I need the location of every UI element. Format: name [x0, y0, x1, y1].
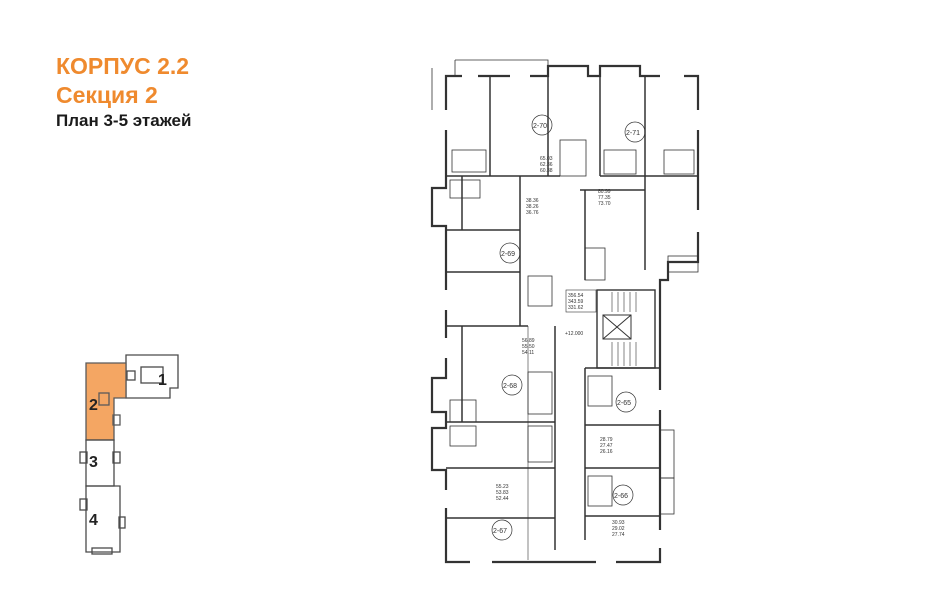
apartment-2-71[interactable]: 2-71 80.99 77.35 73.70 [598, 121, 646, 207]
area-reduced: 52.44 [496, 496, 509, 502]
right-balconies [659, 255, 699, 515]
svg-text:356.54: 356.54 [568, 293, 584, 299]
balcony-top [454, 59, 549, 76]
bathroom-blocks [449, 139, 695, 507]
apartment-id: 2-71 [626, 130, 640, 137]
floor-plan [430, 59, 700, 564]
svg-text:343.59: 343.59 [568, 299, 584, 305]
area-total: 28.79 [600, 437, 613, 443]
area-reduced: 60.38 [540, 168, 553, 174]
area-total: 80.99 [598, 189, 611, 195]
area-living: 29.02 [612, 526, 625, 532]
area-living: 27.47 [600, 443, 613, 449]
area-reduced: 54.11 [522, 350, 534, 356]
apartment-id: 2-66 [614, 493, 628, 500]
apartment-2-66[interactable]: 2-66 30.93 29.02 27.74 [612, 484, 634, 538]
area-reduced: 73.70 [598, 201, 611, 207]
apartment-id: 2-68 [503, 383, 517, 390]
mini-map-label-2: 2 [89, 397, 98, 414]
mini-map-section-3[interactable] [79, 439, 121, 487]
building-title: КОРПУС 2.2 [56, 53, 190, 79]
area-reduced: 36.76 [526, 210, 539, 216]
window-gaps [444, 74, 700, 564]
apartment-2-70[interactable]: 2-70 65.03 62.36 60.38 [531, 114, 553, 174]
mini-map-section-4[interactable] [79, 485, 126, 555]
apartment-2-69[interactable]: 2-69 38.36 38.26 36.76 [499, 198, 539, 264]
mini-map-label-3: 3 [89, 454, 98, 471]
mini-map-label-4: 4 [89, 512, 98, 529]
apartment-2-67[interactable]: 2-67 55.23 53.83 52.44 [491, 484, 513, 541]
floor-plan-title: План 3-5 этажей [56, 111, 192, 130]
area-total: 38.36 [526, 198, 539, 204]
apartment-2-65[interactable]: 2-65 28.79 27.47 26.16 [600, 391, 637, 455]
section-mini-map [79, 354, 179, 555]
stair-core [596, 289, 656, 369]
apartment-id: 2-70 [533, 123, 547, 130]
floor-totals: 356.54 343.59 331.62 [565, 289, 597, 313]
level-mark: +12.000 [565, 331, 583, 337]
area-reduced: 26.16 [600, 449, 613, 455]
area-living: 55.50 [522, 344, 535, 350]
area-living: 77.35 [598, 195, 611, 201]
apartment-id: 2-65 [617, 400, 631, 407]
section-title: Секция 2 [56, 82, 158, 108]
apartment-id: 2-69 [501, 251, 515, 258]
svg-text:331.62: 331.62 [568, 305, 584, 311]
area-total: 65.03 [540, 156, 553, 162]
area-living: 62.36 [540, 162, 553, 168]
apartment-id: 2-67 [493, 528, 507, 535]
mini-map-section-1[interactable] [125, 354, 179, 399]
apartment-2-68[interactable]: 2-68 56.89 55.50 54.11 [501, 338, 535, 396]
mini-map-label-1: 1 [158, 372, 167, 389]
area-total: 30.93 [612, 520, 625, 526]
area-total: 55.23 [496, 484, 509, 490]
area-reduced: 27.74 [612, 532, 625, 538]
area-total: 56.89 [522, 338, 535, 344]
area-living: 38.26 [526, 204, 539, 210]
area-living: 53.83 [496, 490, 509, 496]
outer-wall [430, 64, 700, 564]
